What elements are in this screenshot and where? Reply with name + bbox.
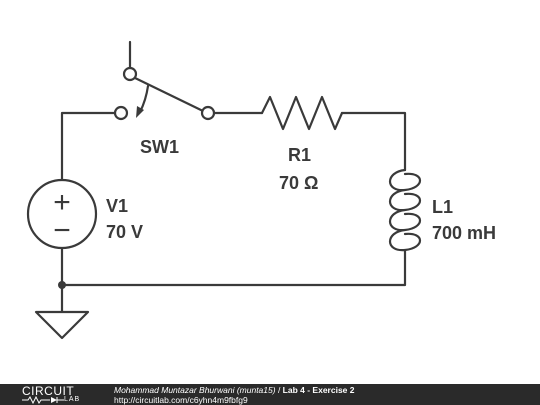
footer-line-1: Mohammad Muntazar Bhurwani (munta15) / L…	[114, 385, 355, 395]
ground-icon	[34, 310, 90, 340]
switch-lever	[131, 75, 205, 113]
resistor-value: 70 Ω	[279, 173, 318, 193]
junction-node	[58, 281, 66, 289]
circuit-url[interactable]: http://circuitlab.com/c6yhn4m9fbfg9	[114, 394, 248, 405]
inductor-name: L1	[432, 197, 453, 217]
switch-label: SW1	[140, 137, 179, 157]
source-plus: +	[53, 186, 71, 219]
source-body	[26, 178, 98, 250]
logo-text-circuit: CIRCUIT	[22, 384, 75, 398]
wire-bottom	[60, 256, 407, 287]
inductor-l1: L1 700 mH	[388, 168, 496, 260]
wire-resistor-inductor	[340, 111, 407, 172]
switch-terminal-right	[200, 105, 216, 121]
source-name: V1	[106, 196, 128, 216]
switch-arrow-head	[136, 106, 144, 118]
wire-left-top	[60, 111, 117, 182]
switch-terminal-left	[113, 105, 129, 121]
circuitlab-logo[interactable]: CIRCUIT LAB	[0, 384, 108, 405]
logo-text-lab: LAB	[64, 396, 81, 403]
circuit-title: Lab 4 - Exercise 2	[282, 384, 355, 395]
footer-bar: CIRCUIT LAB Mohammad Muntazar Bhurwani (…	[0, 384, 540, 405]
source-value: 70 V	[106, 222, 143, 242]
logo-wire-icon	[22, 396, 64, 404]
source-minus: −	[53, 214, 71, 247]
author-name: Mohammad Muntazar Bhurwani (munta15)	[114, 384, 276, 395]
voltage-source-v1: + − V1 70 V	[26, 178, 143, 250]
inductor-value: 700 mH	[432, 223, 496, 243]
switch-sw1: SW1	[113, 40, 216, 157]
switch-pivot	[122, 66, 138, 82]
circuit-schematic: SW1 R1 70 Ω + − V1 70 V L1 700 mH	[26, 40, 496, 340]
resistor-r1: R1 70 Ω	[260, 95, 344, 193]
resistor-name: R1	[288, 145, 311, 165]
inductor-coil	[388, 168, 422, 260]
footer-text: Mohammad Muntazar Bhurwani (munta15) / L…	[108, 385, 355, 405]
footer-separator: /	[275, 384, 283, 395]
resistor-zigzag	[260, 95, 344, 131]
